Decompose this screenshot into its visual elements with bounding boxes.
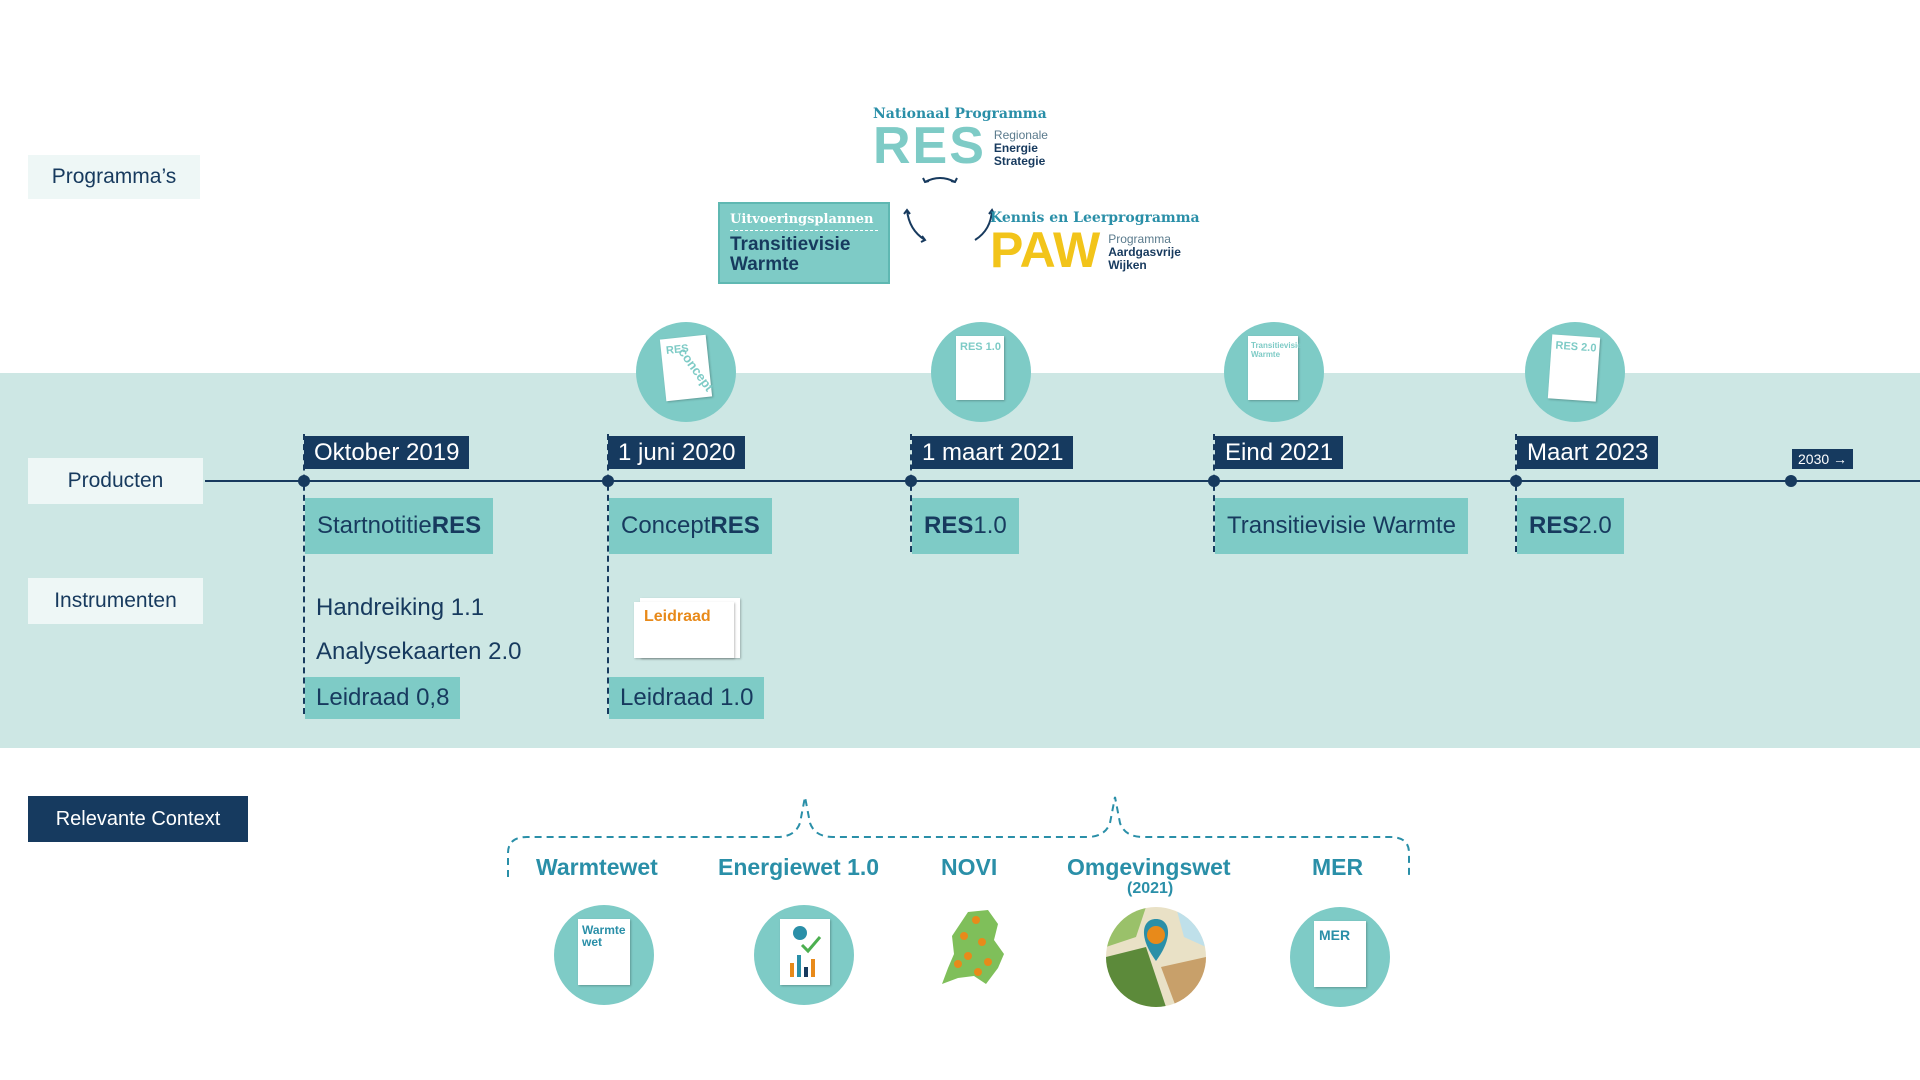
paw-programme-logo: Kennis en Leerprogramma PAW Programma Aa… [990,210,1200,278]
row-label-text: Instrumenten [54,589,177,612]
milestone-line [303,434,305,714]
context-sublabel: (2021) [1127,880,1174,897]
res-2-icon: RES 2.0 [1525,322,1625,422]
netherlands-map-icon [942,910,1004,984]
res-programme-logo: Nationaal Programma RES Regionale Energi… [873,106,1048,175]
paw-logo-mark: PAW [990,222,1101,278]
milestone-product: Startnotitie RES [305,498,494,554]
icon-label: Transitievisie Warmte [1251,341,1302,359]
context-label: Omgevingswet [1067,854,1231,880]
context-label: Energiewet 1.0 [718,854,880,880]
timeline-axis [205,480,1920,482]
paw-logo-sub: Wijken [1108,258,1147,272]
uitvoering-line: Warmte [730,254,799,275]
context-label: Warmtewet [536,854,658,880]
instrument-item: Handreiking 1.1 [316,594,485,621]
future-marker: 2030 → [1792,449,1854,469]
milestone-date: Oktober 2019 [304,436,470,469]
res-logo-sub: Energie [993,141,1038,155]
milestone-date: Maart 2023 [1517,436,1659,469]
transitievisie-icon: Transitievisie Warmte [1224,322,1324,422]
uitvoeringsplannen-box: Uitvoeringsplannen Transitievisie Warmte [718,202,890,284]
context-brace [507,796,1410,877]
milestone-product: Transitievisie Warmte [1215,498,1468,554]
chart-document-icon [754,905,854,1005]
row-label-text: Relevante Context [55,807,221,830]
milestone-date: 1 juni 2020 [608,436,746,469]
milestone-line [607,434,609,714]
milestone-line [910,434,912,552]
res-logo-sub: Strategie [993,154,1046,168]
uitvoering-top: Uitvoeringsplannen [730,212,878,231]
milestone-product: Concept RES [609,498,772,554]
row-label-text: Programma’s [51,165,177,188]
context-label: NOVI [941,854,998,880]
icon-label: RES 2.0 [1555,339,1597,355]
concept-res-icon: RES concept [636,322,736,422]
paw-logo-sub: Aardgasvrije [1108,245,1181,259]
milestone-date: Eind 2021 [1215,436,1344,469]
milestone-line [1213,434,1215,552]
paw-logo-sub: Programma [1108,232,1171,246]
row-label-programmas: Programma’s [28,155,200,199]
map-pin-icon [1106,907,1206,1007]
document-icon: Warmte wet [554,905,654,1005]
res-logo-mark: RES [873,117,986,175]
timeline-dot [1785,475,1797,487]
res-logo-top: Nationaal Programma [873,106,1047,122]
row-label-producten: Producten [28,458,203,504]
icon-label: Warmte wet [582,923,626,949]
icon-label: RES 1.0 [960,341,1001,353]
leidraad-document-icon: Leidraad [632,596,742,660]
icon-label: MER [1319,927,1351,943]
milestone-product: RES 1.0 [912,498,1019,554]
milestone-date: 1 maart 2021 [912,436,1074,469]
cycle-arrows-icon [903,177,995,243]
milestone-line [1515,434,1517,552]
uitvoering-line: Transitievisie [730,234,851,255]
instrument-item: Analysekaarten 2.0 [316,638,522,665]
instrument-item-highlight: Leidraad 0,8 [305,677,461,719]
paw-logo-top: Kennis en Leerprogramma [990,210,1200,226]
concept-stamp: concept [675,344,717,395]
res-logo-sub: Regionale [993,128,1048,142]
row-label-context: Relevante Context [28,796,248,842]
leidraad-label: Leidraad [644,608,711,625]
milestone-product: RES 2.0 [1517,498,1624,554]
res-1-icon: RES 1.0 [931,322,1031,422]
row-label-instrumenten: Instrumenten [28,578,203,624]
document-icon: MER [1290,907,1390,1007]
context-label: MER [1312,854,1364,880]
row-label-text: Producten [67,469,164,492]
timeline-band [0,373,1920,748]
instrument-item-highlight: Leidraad 1.0 [609,677,765,719]
